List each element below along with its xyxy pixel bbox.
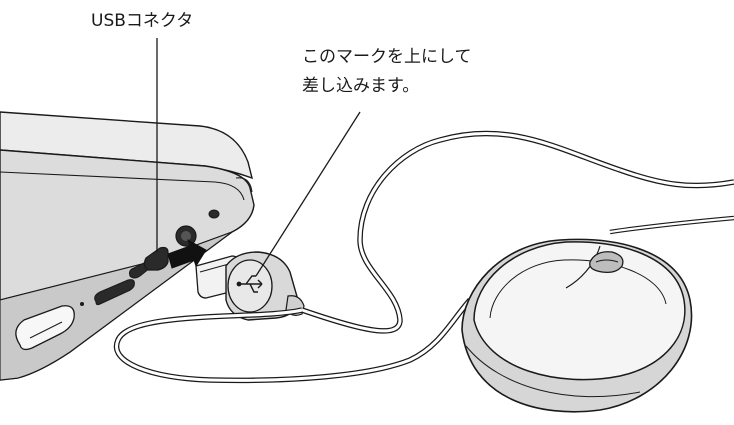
arrow-right-icon [167, 238, 207, 269]
usb-mark-leader-line [255, 111, 361, 277]
usb-connector-label: USBコネクタ [91, 11, 194, 31]
usb-trident-icon [236, 275, 263, 293]
instruction-line-2: 差し込みます。 [302, 76, 420, 96]
leader-lines [156, 38, 361, 277]
mouse [461, 238, 693, 413]
mouse-cable [113, 130, 734, 384]
instruction-callout: このマークを上にして 差し込みます。 [302, 43, 472, 101]
laptop [0, 111, 255, 381]
instruction-line-1: このマークを上にして [302, 47, 472, 67]
